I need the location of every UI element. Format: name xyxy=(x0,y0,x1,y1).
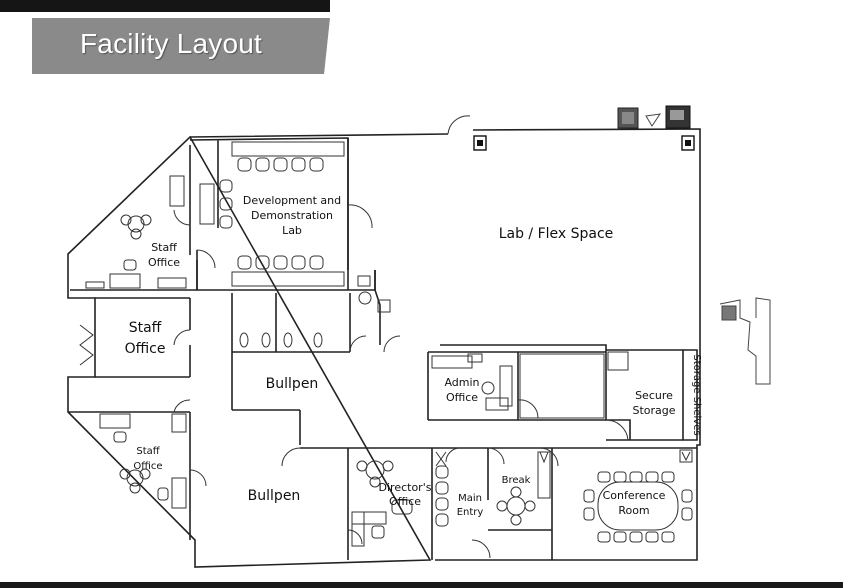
restroom-fixtures xyxy=(239,275,391,348)
door-arc xyxy=(347,529,363,545)
conference-room-label-line2: Room xyxy=(618,504,649,517)
conference-room-label-line1: Conference xyxy=(603,489,666,502)
door-arc xyxy=(189,469,207,487)
secure-storage-label-line2: Storage xyxy=(632,404,675,417)
site-sketch xyxy=(719,297,771,385)
page-title: Facility Layout xyxy=(80,28,262,59)
scan-edge-bottom xyxy=(0,582,843,588)
bullpen-lower-label: Bullpen xyxy=(248,488,301,504)
door-arc xyxy=(173,329,191,346)
storage-shelves-label: Storage Shelves xyxy=(691,354,702,435)
conference-room-furniture xyxy=(583,449,693,543)
door-arc xyxy=(445,447,461,463)
staff-office-bottom-label-line1: Staff xyxy=(136,446,160,457)
scan-edge-fade xyxy=(330,0,843,12)
door-arc xyxy=(349,335,367,353)
dev-lab-chairs xyxy=(199,141,345,287)
directors-office-label-line2: Office xyxy=(389,495,421,508)
staff-office-bottom-walls xyxy=(68,411,191,540)
secure-storage-walls xyxy=(606,349,683,441)
door-arc xyxy=(173,399,191,413)
staff-office-bottom-label-line2: Office xyxy=(133,461,162,472)
restroom-walls xyxy=(231,293,351,353)
staff-office-top-walls xyxy=(70,145,198,291)
secure-storage-label-line1: Secure xyxy=(635,389,673,402)
main-entry-chairs xyxy=(435,451,449,527)
dev-lab-label-line3: Lab xyxy=(282,224,302,237)
staff-office-bottom-furniture xyxy=(99,413,187,509)
main-entry-label-line2: Entry xyxy=(457,507,484,518)
staff-office-middle-label-line1: Staff xyxy=(129,320,162,336)
directors-office-furniture xyxy=(351,460,413,547)
staff-office-top-label-line2: Office xyxy=(148,256,180,269)
door-arc xyxy=(347,204,373,229)
door-arc xyxy=(471,539,491,559)
directors-office-label-line1: Director's xyxy=(379,481,432,494)
staff-office-top-furniture xyxy=(85,175,187,289)
main-entry-label-line1: Main xyxy=(458,493,482,504)
secure-storage-details xyxy=(519,351,629,419)
lab-flex-label: Lab / Flex Space xyxy=(499,226,614,242)
door-arc xyxy=(539,447,559,467)
bullpen-upper-walls xyxy=(231,352,429,445)
break-room-label: Break xyxy=(502,475,531,486)
door-arc xyxy=(517,399,539,419)
door-arc xyxy=(173,209,191,226)
admin-office-label-line2: Office xyxy=(446,391,478,404)
door-arc xyxy=(447,115,471,135)
staff-office-middle-label-line2: Office xyxy=(125,341,166,357)
dev-lab-walls xyxy=(189,137,376,291)
admin-office-walls xyxy=(428,351,606,421)
lab-flex-outlets xyxy=(473,135,695,151)
door-arc xyxy=(281,447,301,467)
admin-office-furniture xyxy=(431,353,513,411)
lower-rooms-walls xyxy=(300,447,697,560)
door-arc xyxy=(605,419,629,441)
storage-shelves-walls xyxy=(682,349,698,441)
folding-door xyxy=(79,324,94,366)
dev-lab-label-line1: Development and xyxy=(243,194,341,207)
rooftop-units xyxy=(617,105,691,129)
break-room-furniture xyxy=(496,451,551,526)
staff-office-middle-walls xyxy=(95,297,191,378)
door-arc xyxy=(383,335,401,353)
staff-office-top-label-line1: Staff xyxy=(151,241,177,254)
dev-lab-label-line2: Demonstration xyxy=(251,209,333,222)
bullpen-upper-label: Bullpen xyxy=(266,376,319,392)
door-arc xyxy=(196,249,216,269)
door-arc xyxy=(487,447,505,465)
admin-office-label-line1: Admin xyxy=(444,376,479,389)
lab-flex-walls xyxy=(347,138,631,440)
title-banner xyxy=(32,18,330,74)
